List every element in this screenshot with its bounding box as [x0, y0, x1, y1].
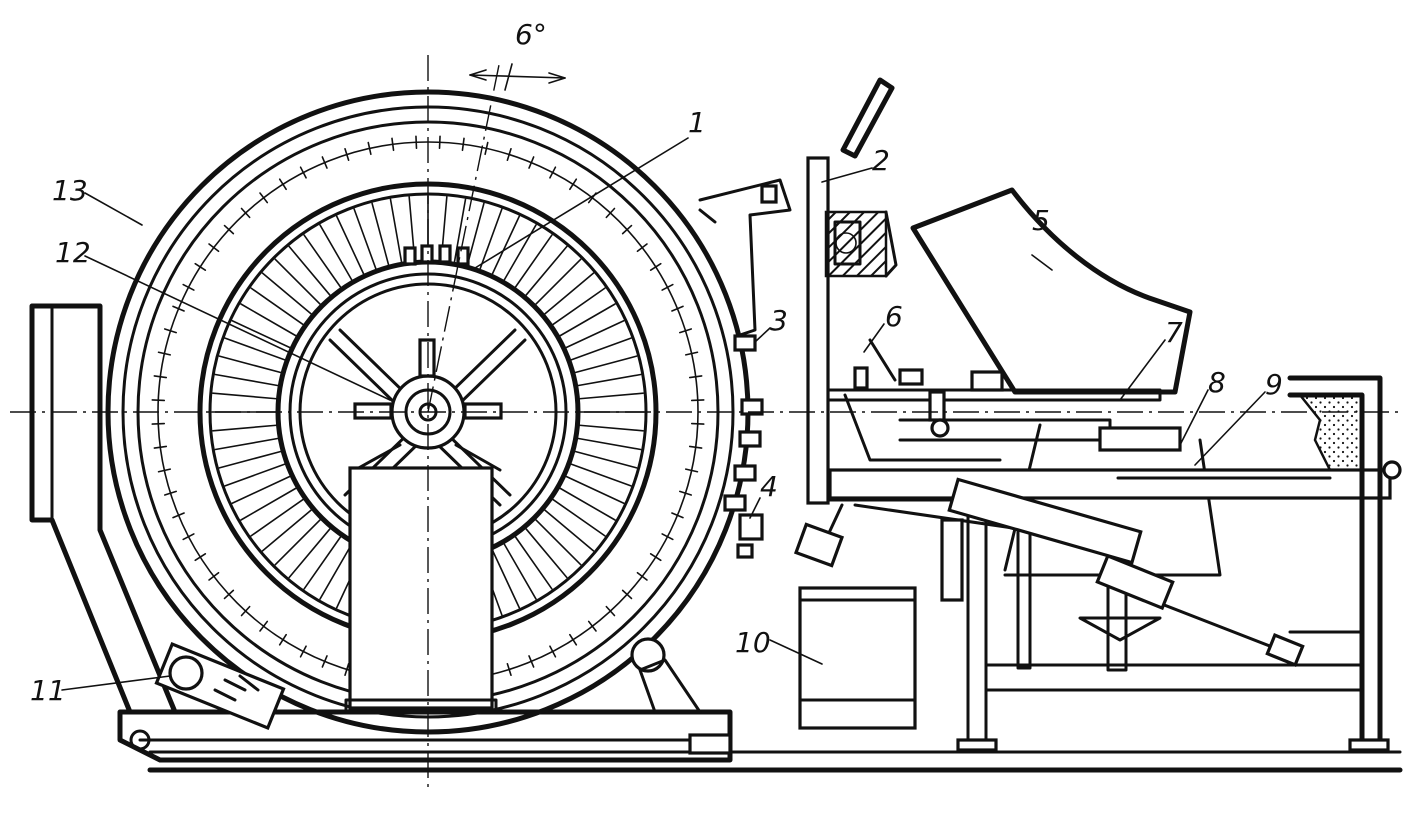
drum-tooth: [231, 319, 292, 349]
callout-11: 11: [30, 674, 66, 707]
drum-tooth: [218, 450, 282, 469]
drum-tooth: [558, 487, 616, 521]
drum-tooth: [534, 518, 582, 566]
center-lines: [10, 55, 1400, 790]
drum-tooth: [212, 392, 278, 400]
drum-tooth: [353, 208, 377, 270]
callout-7: 7: [1165, 316, 1183, 349]
drum-tooth: [491, 548, 521, 609]
left-frame: [29, 303, 178, 715]
drum-tooth: [524, 527, 568, 579]
callout-5: 5: [1032, 204, 1050, 237]
leader-lines: [61, 137, 1266, 691]
callout-labels: 1 2 3 4 5 6 7 8 9 10 11 12 13: [30, 106, 1283, 707]
drum-tooth: [543, 272, 595, 316]
callout-8: 8: [1208, 366, 1226, 399]
drum-tooth: [491, 215, 521, 276]
drum-tooth: [288, 527, 332, 579]
drum-tooth: [389, 198, 403, 264]
drum-tooth: [534, 258, 582, 306]
angle-dimension: 6°: [469, 18, 566, 91]
drum-tooth: [564, 475, 625, 505]
callout-6: 6: [885, 300, 903, 333]
drum-tooth: [570, 337, 632, 361]
drum-tooth: [570, 463, 632, 487]
hopper-5: [910, 187, 1193, 395]
drum-tooth: [319, 224, 353, 282]
drum-tooth: [261, 272, 313, 316]
callout-13: 13: [52, 174, 88, 207]
angle-label: 6°: [515, 18, 547, 51]
drum-tooth: [214, 437, 280, 451]
drum-tooth: [218, 355, 282, 374]
support-legs: [956, 496, 1390, 752]
drum-tooth: [578, 424, 644, 432]
feed-mechanism: [826, 338, 1222, 577]
drum-tooth: [319, 542, 353, 600]
frame-column-2: [793, 156, 962, 568]
drum-tooth: [578, 392, 644, 400]
drum-tooth: [524, 245, 568, 297]
housing-bolts: [723, 334, 764, 512]
drum-tooth: [551, 498, 606, 537]
top-bar: [840, 77, 895, 159]
drum-tooth: [453, 198, 467, 264]
drum-tooth: [240, 303, 298, 337]
roller-support: [630, 637, 702, 714]
drive-motor: [154, 641, 286, 731]
drum-tooth: [551, 287, 606, 326]
callout-9: 9: [1265, 368, 1283, 401]
drum-tooth: [543, 508, 595, 552]
drum-tooth: [576, 437, 642, 451]
drum-tooth: [274, 258, 322, 306]
drum-tooth: [335, 215, 365, 276]
drum-tooth: [288, 245, 332, 297]
callout-12: 12: [55, 236, 91, 269]
drum-tooth: [514, 535, 553, 590]
drum-tooth: [466, 202, 485, 266]
drum-tooth: [250, 287, 305, 326]
drum-tooth: [231, 475, 292, 505]
drum-tooth: [212, 424, 278, 432]
base-frame: [117, 709, 1403, 773]
drum-tooth: [250, 498, 305, 537]
hydraulic-cylinders: [853, 477, 1305, 667]
housing-bracket: [698, 178, 792, 337]
drum-tooth: [261, 508, 313, 552]
drum-tooth: [558, 303, 616, 337]
callout-10: 10: [735, 626, 771, 659]
drum-tooth: [371, 202, 390, 266]
box-10: [798, 586, 917, 730]
callout-2: 2: [872, 144, 890, 177]
drum-tooth: [214, 373, 280, 387]
drum-tooth: [224, 463, 286, 487]
drum-tooth: [574, 450, 638, 469]
drum-tooth: [564, 319, 625, 349]
drum-tooth: [479, 208, 503, 270]
callout-3: 3: [770, 304, 788, 337]
callout-4: 4: [760, 470, 778, 503]
clamp-4: [738, 513, 764, 541]
drum-tooth: [274, 518, 322, 566]
callout-1: 1: [688, 106, 706, 139]
drum-tooth: [303, 234, 342, 289]
drum-pedestal: [344, 443, 502, 714]
drum-tooth: [503, 542, 537, 600]
drum-tooth: [514, 234, 553, 289]
drum-tooth: [240, 487, 298, 521]
work-table: [828, 460, 1402, 500]
drum-tooth: [574, 355, 638, 374]
drum-tooth: [576, 373, 642, 387]
drum-tooth: [303, 535, 342, 590]
drum-top-bolts: [403, 244, 470, 266]
drum-tooth: [224, 337, 286, 361]
